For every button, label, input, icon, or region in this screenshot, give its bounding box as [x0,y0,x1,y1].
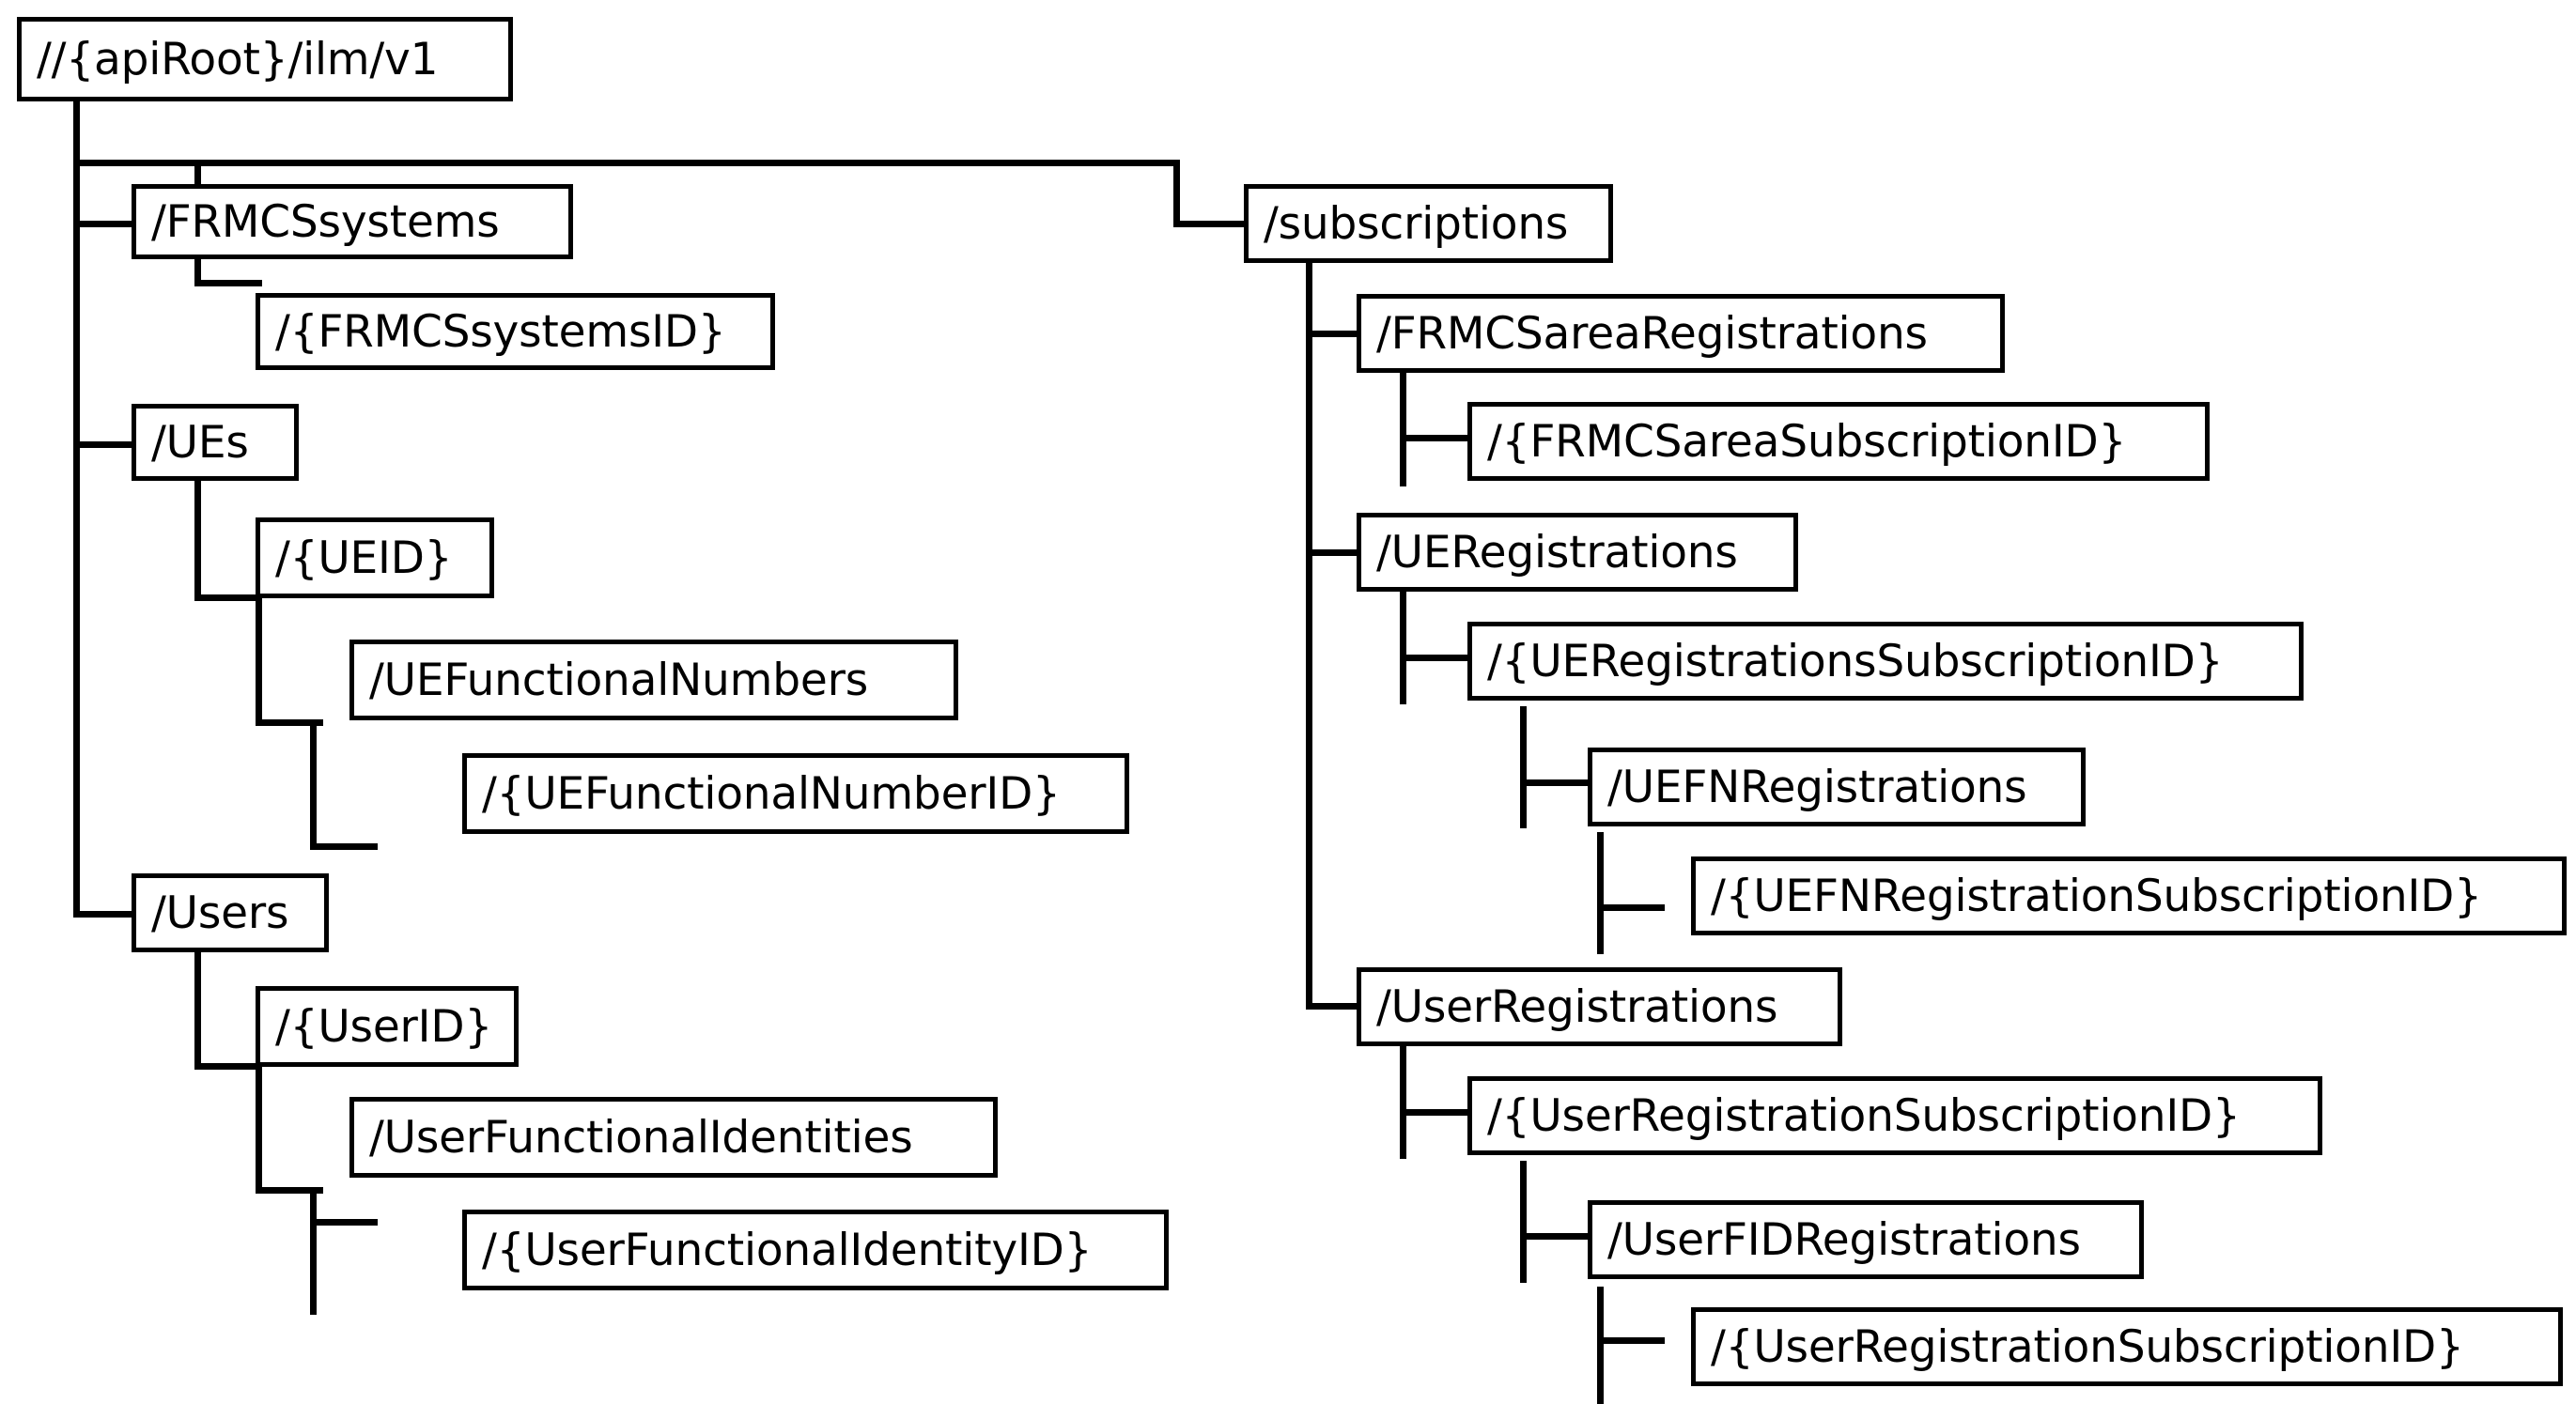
node-label: /FRMCSsystems [151,195,500,248]
node-frmcsarea-subscription-id[interactable]: /{FRMCSareaSubscriptionID} [1467,402,2210,481]
node-user-functional-identities[interactable]: /UserFunctionalIdentities [349,1097,998,1178]
node-label: /UERegistrations [1376,526,1738,579]
connector-ueregid-to-uefnreg-h [1520,779,1588,786]
node-ue-id[interactable]: /{UEID} [256,517,494,598]
node-label: /{UserFunctionalIdentityID} [482,1224,1093,1276]
connector-uefn-to-uefnid-v [310,725,317,847]
connector-uereg-to-id-h [1400,655,1467,661]
connector-subs-to-frmcsarea [1306,331,1373,337]
connector-fidreg-to-id-h [1597,1337,1665,1344]
node-api-root[interactable]: //{apiRoot}/ilm/v1 [17,17,513,101]
node-label: /{UEFNRegistrationSubscriptionID} [1711,870,2482,922]
connector-frmcsarea-to-id-h [1400,435,1467,441]
connector-root-to-users [73,911,139,918]
node-label: /UserRegistrations [1376,980,1778,1033]
connector-root-to-frmcssystems [73,221,139,227]
node-ue-registrations-subscription-id[interactable]: /{UERegistrationsSubscriptionID} [1467,622,2304,701]
connector-subscriptions-trunk [1306,254,1312,1008]
connector-frmcsarea-to-id-v [1400,364,1406,486]
connector-uefnreg-to-id-v [1597,832,1604,954]
connector-root-to-subscriptions [73,160,1180,166]
node-user-id[interactable]: /{UserID} [256,986,519,1067]
node-label: /{FRMCSareaSubscriptionID} [1487,415,2127,468]
node-ues[interactable]: /UEs [132,404,299,481]
node-label: /UserFunctionalIdentities [369,1111,913,1164]
node-label: /UEFNRegistrations [1607,761,2027,813]
node-label: /UEs [151,416,249,469]
connector-root-trunk [73,98,80,917]
node-ue-registrations[interactable]: /UERegistrations [1357,513,1798,592]
node-user-fid-registrations[interactable]: /UserFIDRegistrations [1588,1200,2144,1279]
node-uefn-registrations[interactable]: /UEFNRegistrations [1588,748,2086,826]
connector-userreg-to-id-v [1400,1037,1406,1159]
node-label: /UserFIDRegistrations [1607,1213,2081,1266]
node-frmcssystems[interactable]: /FRMCSsystems [132,184,573,259]
node-uefn-registration-subscription-id[interactable]: /{UEFNRegistrationSubscriptionID} [1691,856,2567,935]
node-label: /{UserRegistrationSubscriptionID} [1487,1089,2241,1142]
connector-users-to-userid-stub [194,1063,262,1070]
node-user-fid-registration-subscription-id[interactable]: /{UserRegistrationSubscriptionID} [1691,1307,2563,1386]
connector-subs-to-userregistrations [1306,1003,1373,1010]
node-user-registration-subscription-id[interactable]: /{UserRegistrationSubscriptionID} [1467,1076,2322,1155]
connector-userregid-to-fidreg-h [1520,1233,1588,1240]
node-frmcsarea-registrations[interactable]: /FRMCSareaRegistrations [1357,294,2005,373]
connector-userid-to-ufi-stub [256,1187,323,1194]
node-ue-functional-numbers[interactable]: /UEFunctionalNumbers [349,640,958,720]
connector-subscriptions-drop [1173,160,1180,224]
connector-ufi-to-ufiid-stub [310,1219,378,1226]
connector-uefnreg-to-id-h [1597,904,1665,911]
node-users[interactable]: /Users [132,873,329,952]
node-label: /FRMCSareaRegistrations [1376,307,1928,360]
connector-subs-to-ueregistrations [1306,549,1373,556]
connector-userid-to-ufi-v [256,1069,262,1191]
node-label: /Users [151,887,289,939]
node-label: /{UERegistrationsSubscriptionID} [1487,635,2224,687]
connector-fidreg-to-id-v [1597,1287,1604,1404]
connector-ueregid-to-uefnreg-v [1520,706,1527,828]
connector-userreg-to-id-h [1400,1109,1467,1116]
connector-subscriptions-stub [1173,221,1244,227]
node-frmcssystems-id[interactable]: /{FRMCSsystemsID} [256,293,775,370]
node-label: /subscriptions [1264,197,1569,250]
node-subscriptions[interactable]: /subscriptions [1244,184,1613,263]
connector-uefn-to-uefnid-h [310,843,378,850]
connector-ufi-to-ufiid-v [310,1193,317,1315]
connector-users-to-userid-v [194,944,201,1066]
connector-ues-to-ueid-v [194,474,201,598]
node-label: /{FRMCSsystemsID} [275,305,726,358]
connector-ueid-to-uefn-v [256,601,262,723]
node-user-functional-identity-id[interactable]: /{UserFunctionalIdentityID} [462,1210,1169,1290]
node-label: /{UEFunctionalNumberID} [482,767,1061,820]
connector-ues-to-ueid-h [194,594,262,601]
node-label: //{apiRoot}/ilm/v1 [37,33,439,85]
node-label: /{UserID} [275,1000,493,1053]
connector-uereg-to-id-v [1400,582,1406,704]
connector-root-to-ues [73,441,139,448]
node-ue-functional-number-id[interactable]: /{UEFunctionalNumberID} [462,753,1129,834]
node-label: /{UserRegistrationSubscriptionID} [1711,1320,2464,1373]
node-label: /{UEID} [275,532,453,584]
node-label: /UEFunctionalNumbers [369,654,868,706]
connector-ueid-to-uefn-stub [256,719,323,726]
connector-frmcssystems-id-stub [194,280,262,286]
node-user-registrations[interactable]: /UserRegistrations [1357,967,1842,1046]
connector-userregid-to-fidreg-v [1520,1161,1527,1283]
